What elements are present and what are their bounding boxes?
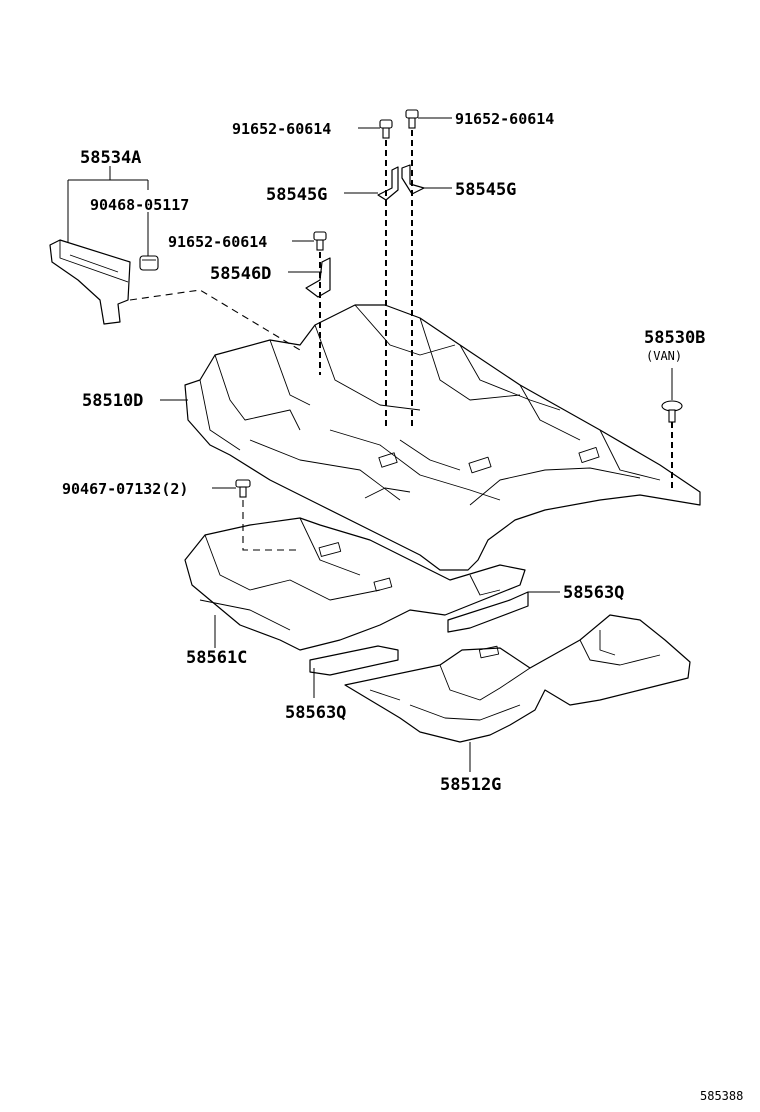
bolt-90467-07132[interactable] xyxy=(235,479,251,498)
part-58561C-insulator[interactable] xyxy=(184,517,526,651)
guide-90467 xyxy=(242,500,300,551)
bracket-58545G-right[interactable] xyxy=(401,164,425,195)
part-58512G-insulator[interactable] xyxy=(344,614,691,743)
label-58545G-right: 58545G xyxy=(455,180,516,200)
part-58563Q-right[interactable] xyxy=(447,591,529,633)
label-58510D: 58510D xyxy=(82,391,143,411)
label-90467-07132: 90467-07132(2) xyxy=(62,480,188,498)
label-91652-60614-mid: 91652-60614 xyxy=(168,233,267,251)
label-van: (VAN) xyxy=(646,349,682,363)
label-58530B: 58530B xyxy=(644,328,705,348)
diagram-id: 585388 xyxy=(700,1089,743,1103)
label-58534A: 58534A xyxy=(80,148,141,168)
bolt-91652-top-right[interactable] xyxy=(405,109,419,129)
bracket-58546D[interactable] xyxy=(305,257,331,298)
label-91652-60614-top-right: 91652-60614 xyxy=(455,110,554,128)
label-58563Q-right: 58563Q xyxy=(563,583,624,603)
leader-58534A xyxy=(67,166,149,242)
clip-58530B[interactable] xyxy=(661,400,683,423)
label-90468-05117: 90468-05117 xyxy=(90,196,189,214)
label-91652-60614-top-left: 91652-60614 xyxy=(232,120,331,138)
clip-90468-05117[interactable] xyxy=(139,255,159,271)
label-58561C: 58561C xyxy=(186,648,247,668)
label-58546D: 58546D xyxy=(210,264,271,284)
label-58545G-left: 58545G xyxy=(266,185,327,205)
label-58512G: 58512G xyxy=(440,775,501,795)
guide-58534A xyxy=(129,289,301,351)
bracket-58545G-left[interactable] xyxy=(377,166,399,201)
bolt-91652-top-left[interactable] xyxy=(379,119,393,139)
bolt-91652-mid[interactable] xyxy=(313,231,327,251)
label-58563Q-left: 58563Q xyxy=(285,703,346,723)
part-58534A-cover[interactable] xyxy=(49,239,131,325)
part-58563Q-left[interactable] xyxy=(309,645,399,676)
part-58510D-floor-carpet[interactable] xyxy=(184,304,701,571)
